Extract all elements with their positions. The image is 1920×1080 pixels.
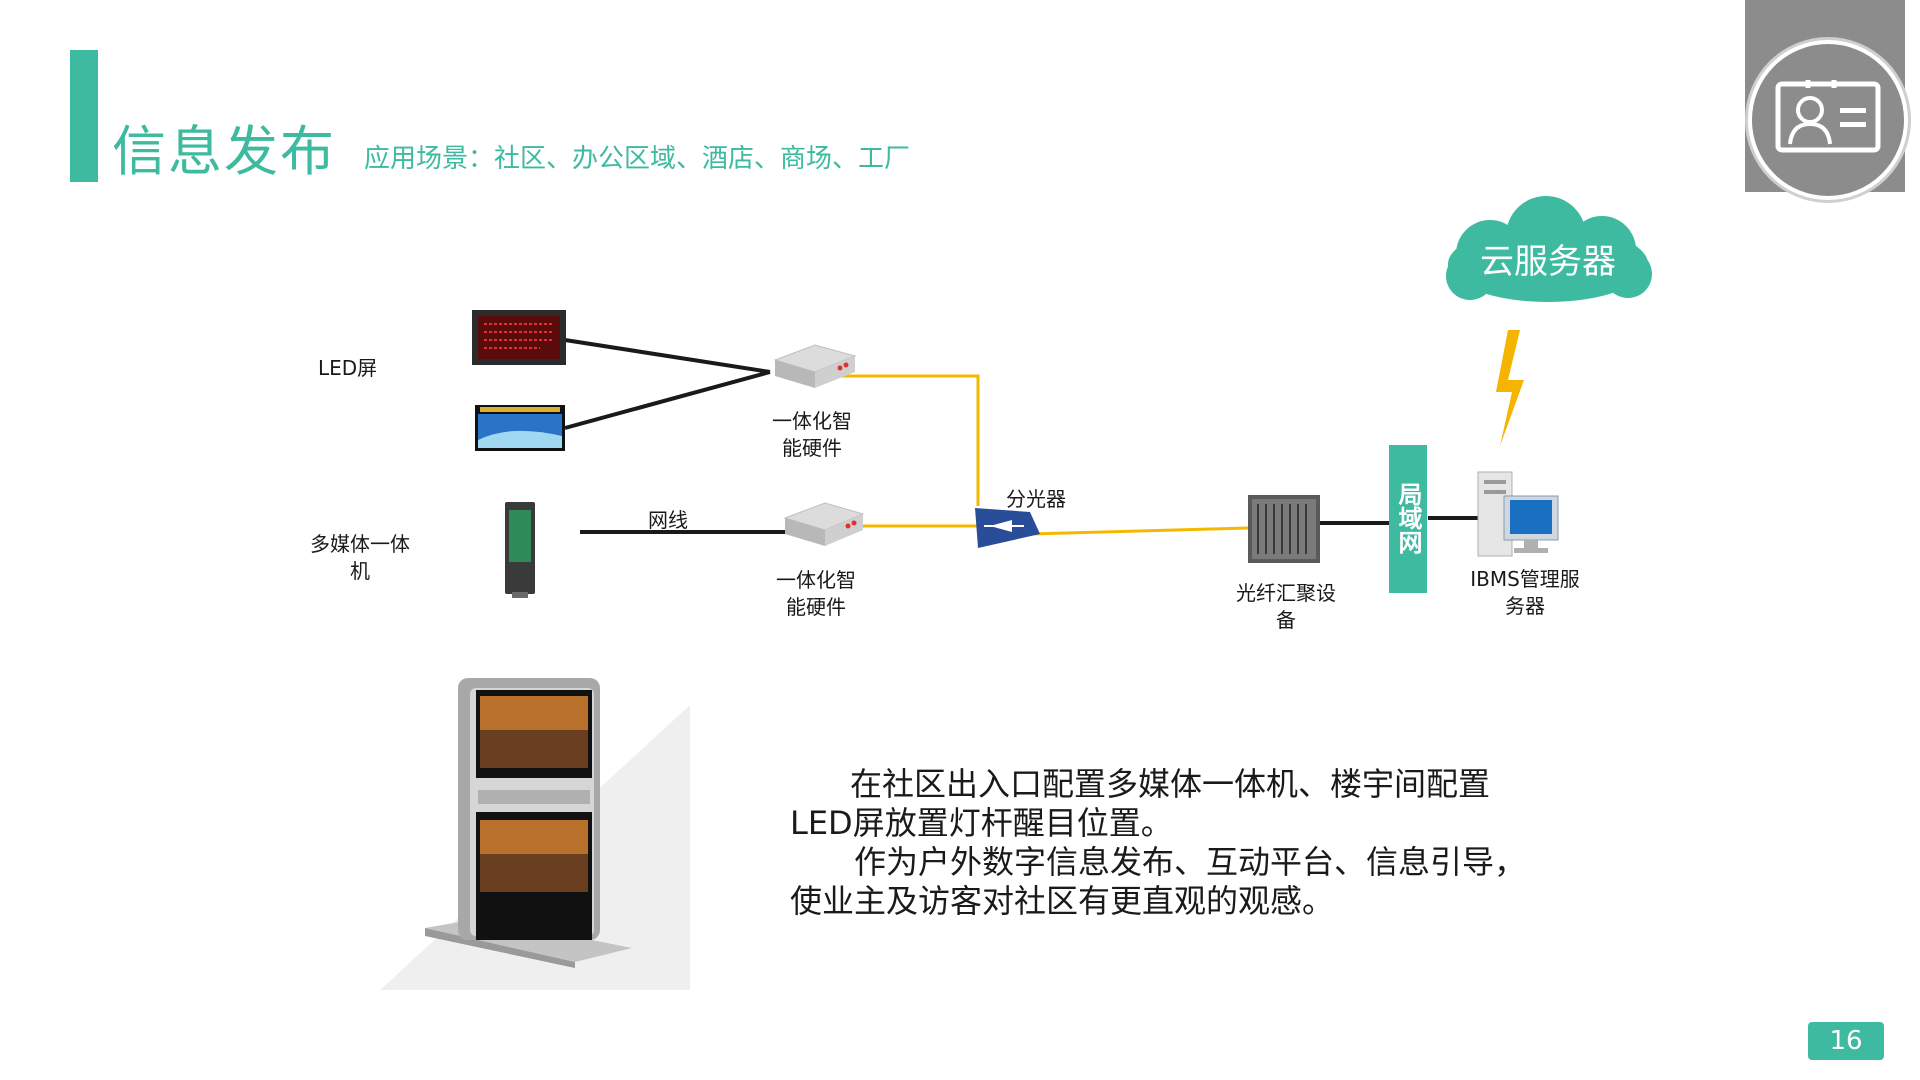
cloud-server-label: 云服务器: [1480, 242, 1616, 282]
digital-signage-illustration: [380, 678, 690, 990]
lightning-icon: [1496, 330, 1524, 446]
multimedia-label: 多媒体一体 机: [310, 532, 410, 583]
server-label: IBMS管理服 务器: [1470, 567, 1580, 618]
cable-label: 网线: [648, 508, 688, 532]
title-accent-bar: [70, 50, 98, 182]
splitter-label: 分光器: [1006, 487, 1066, 511]
page-number: 16: [1808, 1022, 1884, 1060]
lan-label: 局域网: [1394, 482, 1422, 554]
page-subtitle: 应用场景：社区、办公区域、酒店、商场、工厂: [364, 144, 911, 174]
cloud-icon: [1446, 196, 1652, 302]
hardware-label-2: 一体化智 能硬件: [776, 568, 856, 619]
smart-hardware-box-2: [783, 502, 865, 546]
contact-card-icon: [1775, 80, 1881, 153]
led-screen-blue: [475, 405, 565, 451]
hardware-label-1: 一体化智 能硬件: [772, 409, 852, 460]
multimedia-kiosk: [505, 502, 535, 598]
optical-splitter: [975, 508, 1040, 548]
description-line: 在社区出入口配置多媒体一体机、楼宇间配置: [850, 765, 1491, 803]
ibms-server: [1477, 471, 1559, 557]
led-screen-label: LED屏: [318, 356, 378, 380]
description-paragraph: 在社区出入口配置多媒体一体机、楼宇间配置 LED屏放置灯杆醒目位置。 作为户外数…: [790, 765, 1570, 921]
description-line: LED屏放置灯杆醒目位置。: [790, 804, 1173, 842]
led-cable-lower: [564, 370, 771, 430]
page-title: 信息发布: [112, 120, 336, 183]
description-line: 作为户外数字信息发布、互动平台、信息引导，: [854, 843, 1527, 881]
description-line: 使业主及访客对社区有更直观的观感。: [790, 882, 1335, 920]
fiber-aggregator: [1248, 495, 1320, 563]
led-screen-red: [472, 310, 566, 365]
corner-badge: [1748, 40, 1908, 200]
fiber-line-aggregator: [1029, 526, 1249, 536]
led-cable-upper: [564, 338, 771, 374]
lan-bar: [1389, 445, 1427, 593]
fiber-line-upper: [840, 374, 980, 506]
aggregator-label: 光纤汇聚设 备: [1236, 581, 1336, 632]
smart-hardware-box-1: [773, 344, 857, 388]
